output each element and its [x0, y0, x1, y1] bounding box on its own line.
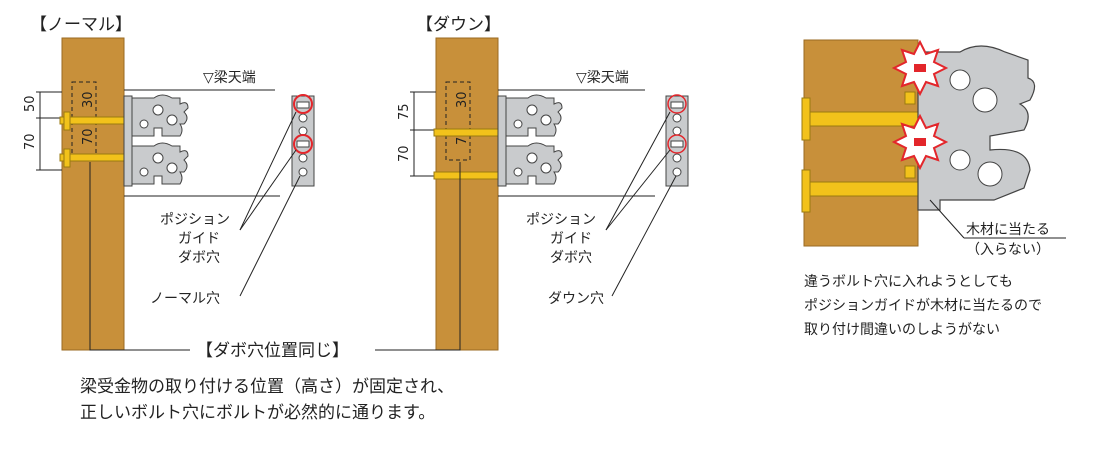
normal-dim-top: 50	[23, 95, 38, 112]
down-title: 【ダウン】	[416, 15, 501, 35]
down-wood-post	[435, 37, 499, 351]
wrong-bracket-hole-1	[949, 69, 971, 91]
center-connector: 【ダボ穴位置同じ】	[89, 162, 461, 361]
wrong-washer-upper	[801, 97, 811, 141]
normal-wood-post	[61, 37, 125, 351]
down-dim-bottom: 70	[397, 145, 412, 162]
wrong-note-line-2: ポジションガイドが木材に当たるので	[804, 298, 1042, 314]
normal-label-hole: ノーマル穴	[150, 291, 220, 307]
wrong-panel: 木材に当たる （入らない） 違うボルト穴に入れようとしても ポジションガイドが木…	[801, 39, 1066, 338]
wrong-guide-pin-upper	[904, 91, 916, 105]
down-panel: 【ダウン】 ▽梁天端 75 70 30 70 ポジション ガイド ダボ穴 ダウン…	[397, 15, 689, 351]
wrong-label-hit-2: （入らない）	[966, 242, 1050, 258]
normal-washer-lower	[63, 148, 71, 168]
normal-title: 【ノーマル】	[30, 15, 132, 35]
down-leader-hole	[611, 175, 677, 297]
down-inner-dim-top: 30	[455, 91, 470, 108]
down-dashed-box	[445, 81, 471, 161]
down-beam-top-label: ▽梁天端	[576, 70, 629, 86]
normal-label-guide-2: ガイド	[178, 231, 220, 247]
normal-washer-upper	[63, 111, 71, 131]
down-bracket-lower	[505, 142, 563, 185]
wrong-hit-mark-upper	[914, 64, 926, 72]
down-guide-circle-lower	[667, 134, 687, 154]
down-bracket-upper	[505, 94, 563, 137]
normal-dim-bottom: 70	[23, 133, 38, 150]
normal-leader-hole	[239, 175, 301, 297]
wrong-hit-mark-lower	[914, 138, 926, 146]
normal-inner-dim-top: 30	[81, 91, 96, 108]
down-label-guide-2: ガイド	[550, 231, 592, 247]
normal-inner-dim-bottom: 70	[81, 128, 96, 145]
wrong-bracket-hole-3	[949, 149, 971, 171]
center-label: 【ダボ穴位置同じ】	[196, 341, 349, 361]
down-label-guide-1: ポジション	[526, 212, 596, 228]
wrong-leader	[929, 199, 965, 239]
caption-line-2: 正しいボルト穴にボルトが必然的に通ります。	[80, 403, 435, 423]
normal-label-guide-1: ポジション	[160, 212, 230, 228]
wrong-bracket	[917, 45, 1036, 211]
wrong-bracket-hole-4	[977, 161, 1003, 187]
normal-guide-circle-upper	[293, 94, 313, 114]
normal-bracket-upper	[131, 94, 189, 137]
down-leader-2	[605, 149, 671, 231]
center-line-left	[89, 162, 190, 351]
normal-panel: 【ノーマル】 ▽梁天端 50 70 30 70 ポジション	[23, 15, 315, 351]
normal-guide-circle-lower	[293, 134, 313, 154]
wrong-note-line-1: 違うボルト穴に入れようとしても	[804, 274, 1013, 290]
caption-line-1: 梁受金物の取り付ける位置（高さ）が固定され、	[80, 377, 454, 397]
down-label-guide-3: ダボ穴	[550, 250, 592, 266]
wrong-label-hit-1: 木材に当たる	[966, 222, 1050, 238]
down-leader-1	[605, 111, 671, 231]
normal-leader-1	[239, 111, 297, 231]
normal-beam-top-label: ▽梁天端	[203, 70, 256, 86]
down-bracket-base	[497, 95, 507, 187]
down-guide-circle-upper	[667, 94, 687, 114]
wrong-guide-pin-lower	[904, 165, 916, 179]
down-dim-top: 75	[397, 103, 412, 120]
wrong-washer-lower	[801, 169, 811, 213]
wrong-note-line-3: 取り付け間違いのしようがない	[804, 322, 1000, 338]
center-line-right	[375, 162, 461, 351]
normal-bracket-base	[123, 95, 133, 187]
normal-leader-2	[239, 149, 297, 231]
normal-label-guide-3: ダボ穴	[178, 250, 220, 266]
wrong-bracket-hole-2	[972, 87, 998, 113]
down-label-hole: ダウン穴	[548, 291, 604, 307]
normal-bracket-lower	[131, 142, 189, 185]
